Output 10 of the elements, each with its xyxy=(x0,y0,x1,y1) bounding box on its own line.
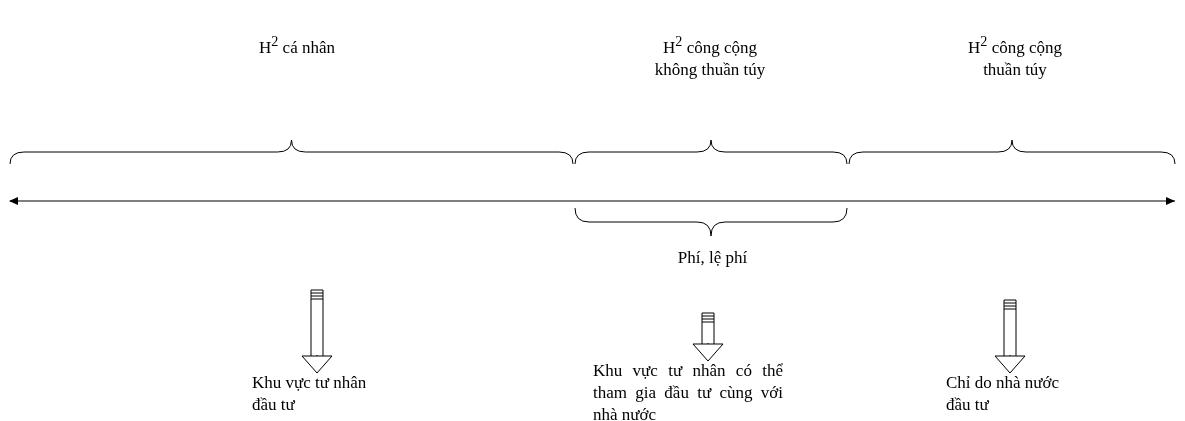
hollow-down-arrow xyxy=(692,312,724,362)
outcome-text: Chỉ do nhà nước đầu tư xyxy=(946,372,1061,416)
category-text: H$^{2}$ công cộng không thuần túy xyxy=(640,30,780,81)
outcome-text: Khu vực tư nhân đầu tư xyxy=(252,372,380,416)
category-text: H$^{2}$ cá nhân xyxy=(197,30,397,59)
hollow-down-arrow xyxy=(994,299,1026,374)
fee-label: Phí, lệ phí xyxy=(676,248,749,268)
hollow-down-arrow xyxy=(301,289,333,374)
outcome-text: Khu vực tư nhân có thể tham gia đầu tư cùng với nhà nước xyxy=(593,360,783,421)
category-text: H$^{2}$ công cộng thuần túy xyxy=(950,30,1080,81)
